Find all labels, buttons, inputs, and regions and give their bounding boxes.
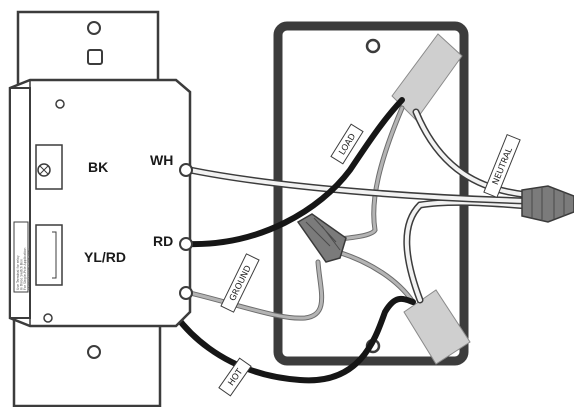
ground-wires	[187, 105, 416, 321]
wh-terminal-screw-icon	[179, 163, 193, 177]
box-top-screw-hole	[365, 38, 381, 54]
side-instruction-label	[13, 221, 29, 293]
body-top-screw	[55, 99, 65, 109]
electrical-box	[273, 21, 469, 366]
load-tag: LOAD	[330, 123, 364, 165]
rd-terminal-screw-icon	[179, 237, 193, 251]
bk-screw-icon	[37, 163, 51, 177]
box-outline	[273, 21, 469, 366]
label-rd: RD	[153, 233, 173, 249]
ground-wire-nut	[296, 213, 347, 263]
label-yl-rd: YL/RD	[84, 249, 126, 265]
neutral-wire-nut	[521, 185, 574, 223]
strap-top-hole	[87, 21, 101, 35]
switch-body: Use Terminal for relay in three Switch B…	[8, 78, 193, 328]
lower-cable-sheath	[403, 289, 471, 365]
ground-tag: GROUND	[220, 253, 260, 313]
strap-bottom-hole	[87, 345, 101, 359]
label-bk: BK	[88, 159, 108, 175]
yl-rd-housing	[35, 224, 63, 286]
body-bottom-screw	[43, 313, 53, 323]
ground-terminal-screw-icon	[179, 286, 193, 300]
upper-cable-sheath	[391, 33, 463, 121]
side-label-line4: Do Not Connect This Lead	[27, 249, 31, 290]
side-label-line1: Use Terminal for relay	[16, 255, 20, 290]
side-label-line2: in three Switch Box	[20, 259, 24, 290]
side-label-line3: For Single-Pole Application	[23, 248, 27, 290]
strap-top-slot	[87, 49, 103, 65]
load-wire	[185, 97, 405, 248]
label-wh: WH	[150, 152, 173, 168]
bk-lead-housing	[35, 144, 63, 190]
neutral-wires	[186, 108, 532, 304]
